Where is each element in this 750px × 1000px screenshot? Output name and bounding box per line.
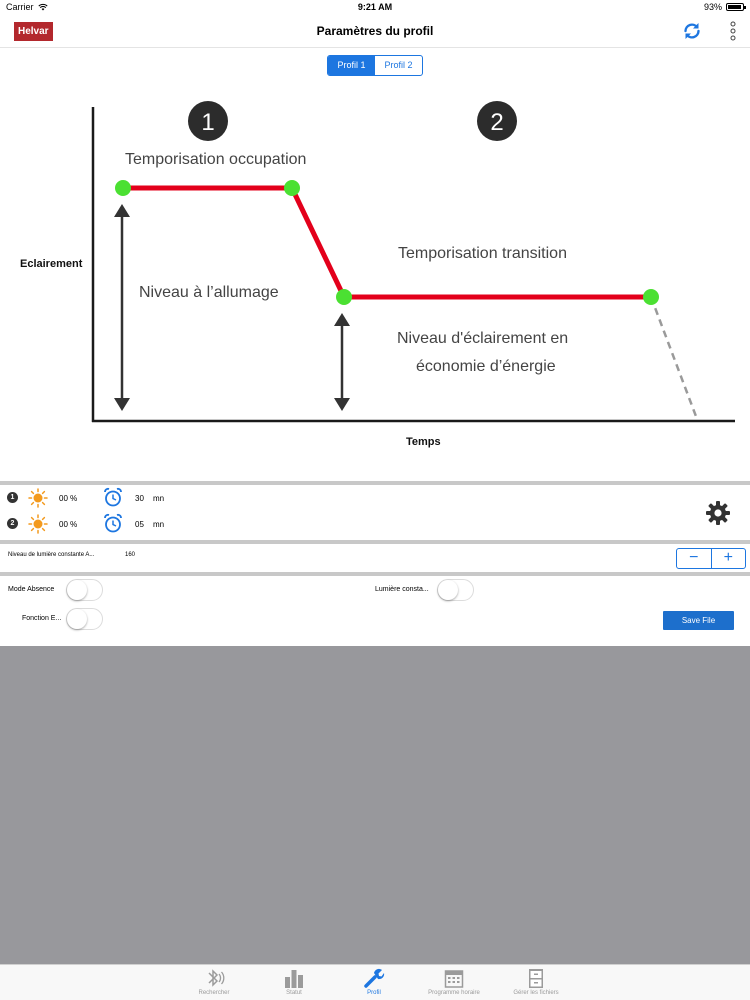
decrement-button[interactable]: − — [689, 549, 699, 566]
toggle-knob — [438, 580, 458, 600]
stage-row-1[interactable]: 1 00 % 30 mn — [0, 487, 300, 509]
bar-chart-icon — [285, 970, 303, 988]
status-bar: Carrier 9:21 AM 93% — [0, 0, 750, 14]
tab-profil[interactable]: Profil — [334, 965, 414, 1000]
on-level-arrow — [114, 204, 130, 411]
section-divider — [0, 481, 750, 485]
fade-out-line — [649, 296, 699, 420]
stage-number: 2 — [7, 518, 18, 529]
navigation-bar: Helvar Paramètres du profil — [0, 14, 750, 48]
calendar-icon — [444, 970, 464, 988]
tab-label: Gérer les fichiers — [513, 990, 559, 996]
eco-level-label-line2: économie d’énergie — [416, 358, 556, 375]
profile-point — [115, 180, 131, 196]
absence-mode-toggle[interactable] — [66, 579, 103, 601]
page-title: Paramètres du profil — [316, 24, 434, 38]
tab-label: Statut — [286, 990, 302, 996]
profile-point — [284, 180, 300, 196]
tab-gerer-fichiers[interactable]: Gérer les fichiers — [496, 965, 576, 1000]
absence-mode-label: Mode Absence — [8, 586, 55, 593]
profile-point — [336, 289, 352, 305]
stage-row-2[interactable]: 2 00 % 05 mn — [0, 513, 300, 535]
status-carrier: Carrier — [6, 2, 48, 12]
on-level-label: Niveau à l’allumage — [139, 284, 279, 301]
constant-light-value: 160 — [125, 552, 136, 558]
stage-level: 00 % — [59, 520, 78, 529]
occupation-delay-label: Temporisation occupation — [125, 151, 306, 168]
stage-duration-unit: mn — [153, 520, 165, 529]
stage-number: 1 — [7, 492, 18, 503]
increment-button[interactable]: + — [710, 549, 746, 568]
function-label: Fonction E... — [22, 615, 62, 622]
wifi-icon — [38, 3, 48, 11]
tab-bar: Rechercher Statut Profil Programme horai… — [0, 964, 750, 1000]
eco-level-arrow — [334, 313, 350, 411]
empty-content-area — [0, 646, 750, 964]
sun-icon — [28, 488, 48, 508]
stage-duration: 05 — [135, 520, 144, 529]
step-marker-2 — [477, 101, 517, 141]
tab-label: Profil — [367, 990, 381, 996]
alarm-clock-icon — [104, 513, 122, 533]
stage-duration: 30 — [135, 494, 144, 503]
step-marker-1-label: 1 — [201, 109, 214, 136]
constant-light-toggle[interactable] — [437, 579, 474, 601]
refresh-icon[interactable] — [681, 20, 703, 42]
step-marker-2-label: 2 — [490, 109, 503, 136]
constant-light-stepper: − + — [676, 548, 746, 569]
profile-segmented-control: Profil 1 Profil 2 — [327, 55, 423, 76]
section-divider — [0, 540, 750, 544]
tab-programme-horaire[interactable]: Programme horaire — [414, 965, 494, 1000]
section-divider — [0, 572, 750, 576]
tab-label: Programme horaire — [428, 990, 480, 996]
function-toggle[interactable] — [66, 608, 103, 630]
x-axis-label: Temps — [406, 436, 441, 448]
y-axis-label: Eclairement — [20, 258, 83, 270]
sun-icon — [28, 514, 48, 534]
tab-label: Rechercher — [198, 990, 230, 996]
stage-duration-unit: mn — [153, 494, 165, 503]
step-marker-1 — [188, 101, 228, 141]
tab-statut[interactable]: Statut — [254, 965, 334, 1000]
profile-point — [643, 289, 659, 305]
transition-delay-label: Temporisation transition — [398, 245, 567, 262]
stage-level: 00 % — [59, 494, 78, 503]
save-file-button[interactable]: Save File — [663, 611, 734, 630]
profile-diagram: 1 2 Temporisation occupation Temporisati… — [20, 101, 735, 448]
battery-icon — [726, 3, 746, 11]
alarm-clock-icon — [104, 487, 122, 507]
tab-profil-1[interactable]: Profil 1 — [328, 56, 375, 75]
constant-light-label: Niveau de lumière constante A... — [8, 552, 95, 558]
tab-profil-2[interactable]: Profil 2 — [384, 60, 413, 70]
constant-light-toggle-label: Lumière consta... — [375, 586, 429, 593]
battery-percent: 93% — [703, 2, 722, 12]
carrier-label: Carrier — [6, 2, 34, 12]
toggle-knob — [67, 609, 87, 629]
gear-icon[interactable] — [705, 500, 731, 526]
helvar-logo: Helvar — [14, 22, 53, 41]
file-cabinet-icon — [529, 969, 543, 988]
eco-level-label-line1: Niveau d'éclairement en — [397, 330, 568, 347]
tab-rechercher[interactable]: Rechercher — [174, 965, 254, 1000]
profile-line — [122, 185, 651, 300]
toggle-knob — [67, 580, 87, 600]
wrench-icon — [364, 968, 385, 988]
bluetooth-icon — [208, 969, 225, 987]
status-battery: 93% — [703, 2, 746, 12]
more-options-icon[interactable] — [728, 20, 738, 42]
status-time: 9:21 AM — [357, 2, 393, 12]
